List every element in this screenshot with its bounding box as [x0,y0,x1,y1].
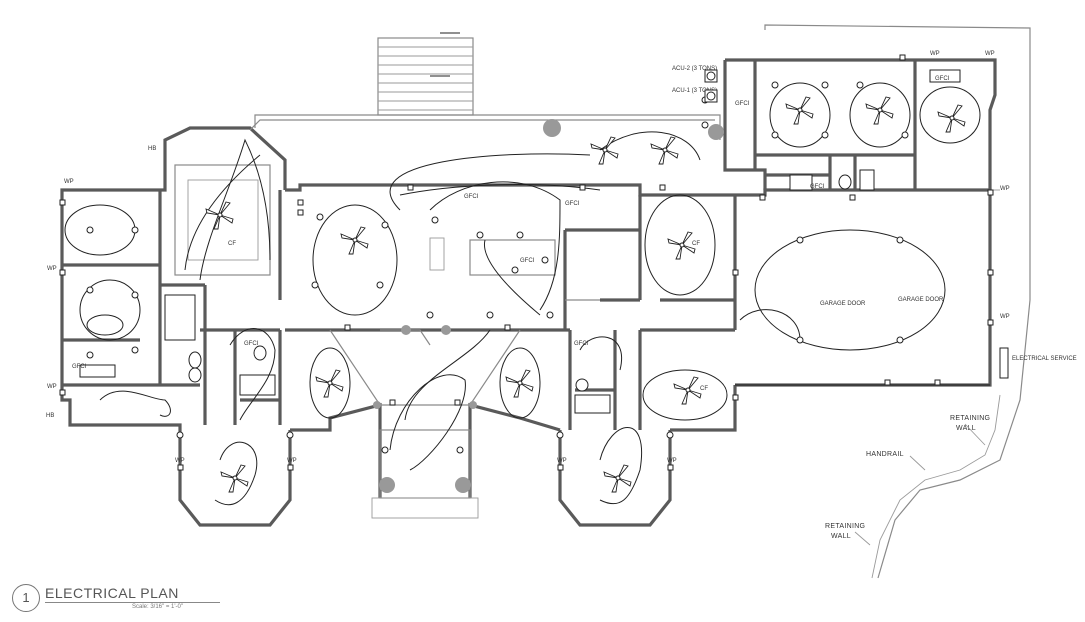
plan-notes: RETAINING WALL RETAINING WALL HANDRAIL G… [672,66,1077,546]
acu-1-note: ACU-1 (3 TONS) [672,88,717,94]
interior-walls [62,60,1000,430]
wp-label: WP [930,51,940,57]
wp-label: WP [1000,186,1010,192]
light-fixtures [86,81,909,454]
retaining-wall-note-1: RETAINING [950,415,990,422]
columns [373,119,724,493]
wp-label: WP [175,458,185,464]
retaining-wall-note-2b: WALL [831,533,851,540]
gfci-label: GFCI [244,341,259,347]
title-underline [45,602,220,603]
wall-devices [59,54,994,471]
hb-label: HB [46,413,54,419]
retaining-wall-note-1b: WALL [956,425,976,432]
hb-label: HB [148,146,156,152]
handrail-note: HANDRAIL [866,451,904,458]
ceiling-fans [205,96,966,493]
gfci-label: GFCI [935,76,950,82]
wiring [64,82,990,506]
drawing-scale: Scale: 3/16" = 1'-0" [132,604,183,610]
gfci-label: GFCI [72,364,87,370]
flow-arrows [430,32,460,77]
gfci-label: GFCI [565,201,580,207]
wp-label: WP [47,266,57,272]
retaining-wall [764,24,1031,579]
bath-fixtures [79,69,961,414]
gfci-label: GFCI [464,194,479,200]
gfci-label: GFCI [810,184,825,190]
wp-label: WP [47,384,57,390]
front-stoop [371,429,479,519]
entry-stairs [377,37,474,116]
exterior-walls [60,58,997,527]
wp-label: WP [1000,314,1010,320]
acu-2-note: ACU-2 (3 TONS) [672,66,717,72]
wp-label: WP [667,458,677,464]
wp-label: WP [64,179,74,185]
retaining-wall-note-2: RETAINING [825,523,865,530]
garage-door-note-1: GARAGE DOOR [820,301,866,307]
electrical-service-panel [999,347,1009,379]
ceiling-fan-label: CF [228,241,236,247]
gfci-label: GFCI [735,101,750,107]
drawing-title: ELECTRICAL PLAN [45,585,179,601]
device-labels: WP WP WP WP WP WP WP WP WP WP WP HB HB G… [46,51,1010,464]
drawing-number: 1 [12,584,40,612]
ceiling-fan-label: CF [700,386,708,392]
wp-label: WP [985,51,995,57]
garage-door-note-2: GARAGE DOOR [898,297,944,303]
electrical-service-note: ELECTRICAL SERVICE [1012,356,1077,362]
wp-label: WP [557,458,567,464]
ceiling-fan-label: CF [692,241,700,247]
wp-label: WP [287,458,297,464]
drawing-title-block: 1 ELECTRICAL PLAN Scale: 3/16" = 1'-0" [12,584,252,614]
gfci-label: GFCI [574,341,589,347]
gfci-label: GFCI [520,258,535,264]
